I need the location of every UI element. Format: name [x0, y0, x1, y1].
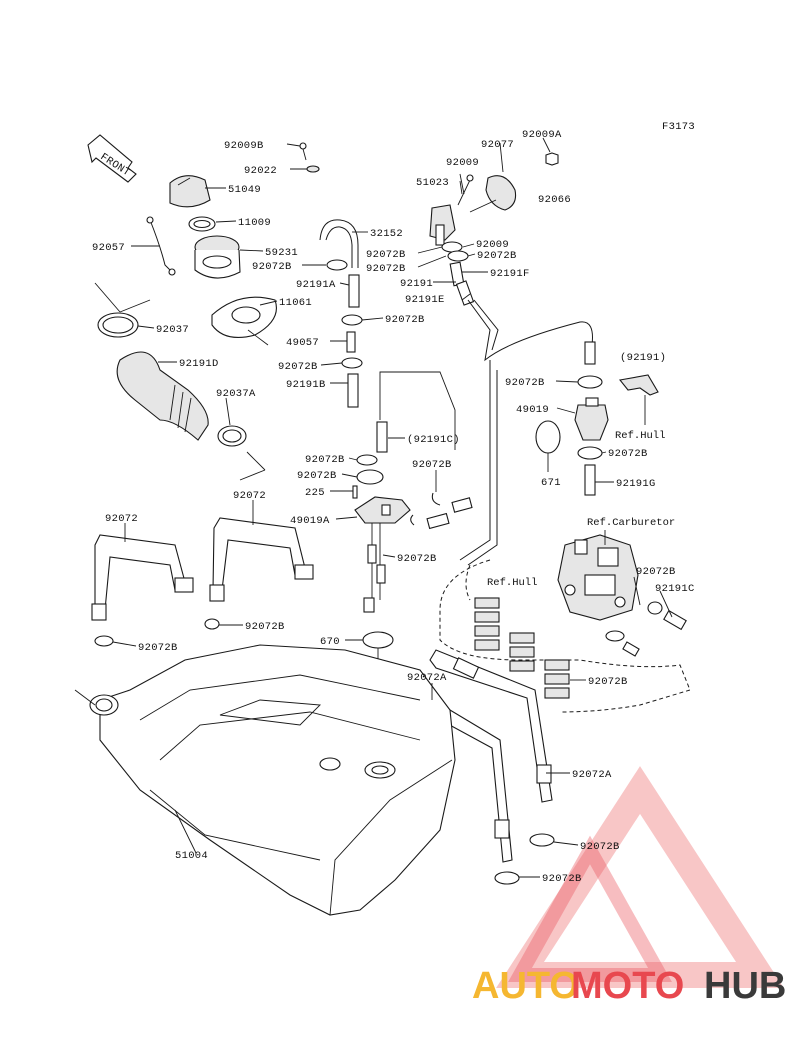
label-92072B-g: 92072B [412, 459, 452, 471]
label-32152: 32152 [370, 228, 403, 240]
label-92022: 92022 [244, 165, 277, 177]
label-92072-a: 92072 [233, 490, 266, 502]
label-671: 671 [541, 477, 561, 489]
front-arrow-icon: FRONT [87, 134, 137, 183]
label-92072B-f: 92072B [397, 553, 437, 565]
label-92072B-n: 92072B [138, 642, 178, 654]
tank-straps [91, 517, 314, 647]
reference-labels: Ref.Hull Ref.Hull Ref.Carburetor [487, 430, 675, 589]
label-92072B-l: 92072B [608, 448, 648, 460]
label-92072A-b: 92072A [572, 769, 612, 781]
label-92072B-a: 92072B [252, 261, 292, 273]
label-92072B-q: 92072B [580, 841, 620, 853]
label-92191B: 92191B [286, 379, 326, 391]
ref-hull-2: Ref.Hull [487, 577, 537, 589]
diagram-code: F3173 [662, 121, 695, 133]
part-labels: 92009B 92022 51049 11009 92057 59231 920… [92, 129, 695, 885]
watermark-auto: AUTO [472, 965, 579, 1007]
label-49019: 49019 [516, 404, 549, 416]
watermark-moto: MOTO [571, 965, 684, 1007]
label-92072B-k: 92072B [505, 377, 545, 389]
label-92072B-m: 92072B [245, 621, 285, 633]
label-92191C: (92191C) [407, 434, 460, 446]
label-92072B-b: 92072B [385, 314, 425, 326]
label-92072-b: 92072 [105, 513, 138, 525]
label-51049: 51049 [228, 184, 261, 196]
label-92072B-i: 92072B [366, 263, 406, 275]
label-92191-ref: (92191) [620, 352, 666, 364]
label-92191F: 92191F [490, 268, 530, 280]
label-11009: 11009 [238, 217, 271, 229]
hull-clips [474, 597, 570, 699]
label-92009: 92009 [446, 157, 479, 169]
label-92057: 92057 [92, 242, 125, 254]
label-92191E: 92191E [405, 294, 445, 306]
ref-hull-1: Ref.Hull [615, 430, 665, 442]
label-49057: 49057 [286, 337, 319, 349]
filler-cap-assembly [97, 142, 320, 447]
label-92072A-a: 92072A [407, 672, 447, 684]
label-49019A: 49019A [290, 515, 330, 527]
label-92072B-j: 92072B [477, 250, 517, 262]
label-225: 225 [305, 487, 325, 499]
label-92072B-e: 92072B [297, 470, 337, 482]
label-92072B-p: 92072B [588, 676, 628, 688]
watermark-hub: HUB [704, 965, 786, 1007]
leader-lines [74, 137, 673, 878]
label-92072B-o: 92072B [636, 566, 676, 578]
label-92072B-d: 92072B [305, 454, 345, 466]
label-11061: 11061 [279, 297, 312, 309]
label-92037: 92037 [156, 324, 189, 336]
label-92072B-c: 92072B [278, 361, 318, 373]
label-92191A: 92191A [296, 279, 336, 291]
label-92191D: 92191D [179, 358, 219, 370]
label-59231: 59231 [265, 247, 298, 259]
breather-hoses [319, 219, 473, 755]
label-51023: 51023 [416, 177, 449, 189]
label-92191C-b: 92191C [655, 583, 695, 595]
label-51004: 51004 [175, 850, 208, 862]
label-92191G: 92191G [616, 478, 656, 490]
label-92009A: 92009A [522, 129, 562, 141]
label-92072B-r: 92072B [542, 873, 582, 885]
ref-carburetor: Ref.Carburetor [587, 517, 675, 529]
watermark-logo [496, 766, 784, 988]
label-92009-b: 92009 [476, 239, 509, 251]
label-92077: 92077 [481, 139, 514, 151]
label-92066: 92066 [538, 194, 571, 206]
watermark-text: AUTO MOTO HUB [472, 965, 786, 1007]
vent-assembly [429, 152, 659, 566]
fuel-tank [89, 644, 456, 916]
label-92009B: 92009B [224, 140, 264, 152]
label-92037A: 92037A [216, 388, 256, 400]
carburetor [439, 530, 691, 713]
label-92191: 92191 [400, 278, 433, 290]
label-92072B-h: 92072B [366, 249, 406, 261]
label-670: 670 [320, 636, 340, 648]
